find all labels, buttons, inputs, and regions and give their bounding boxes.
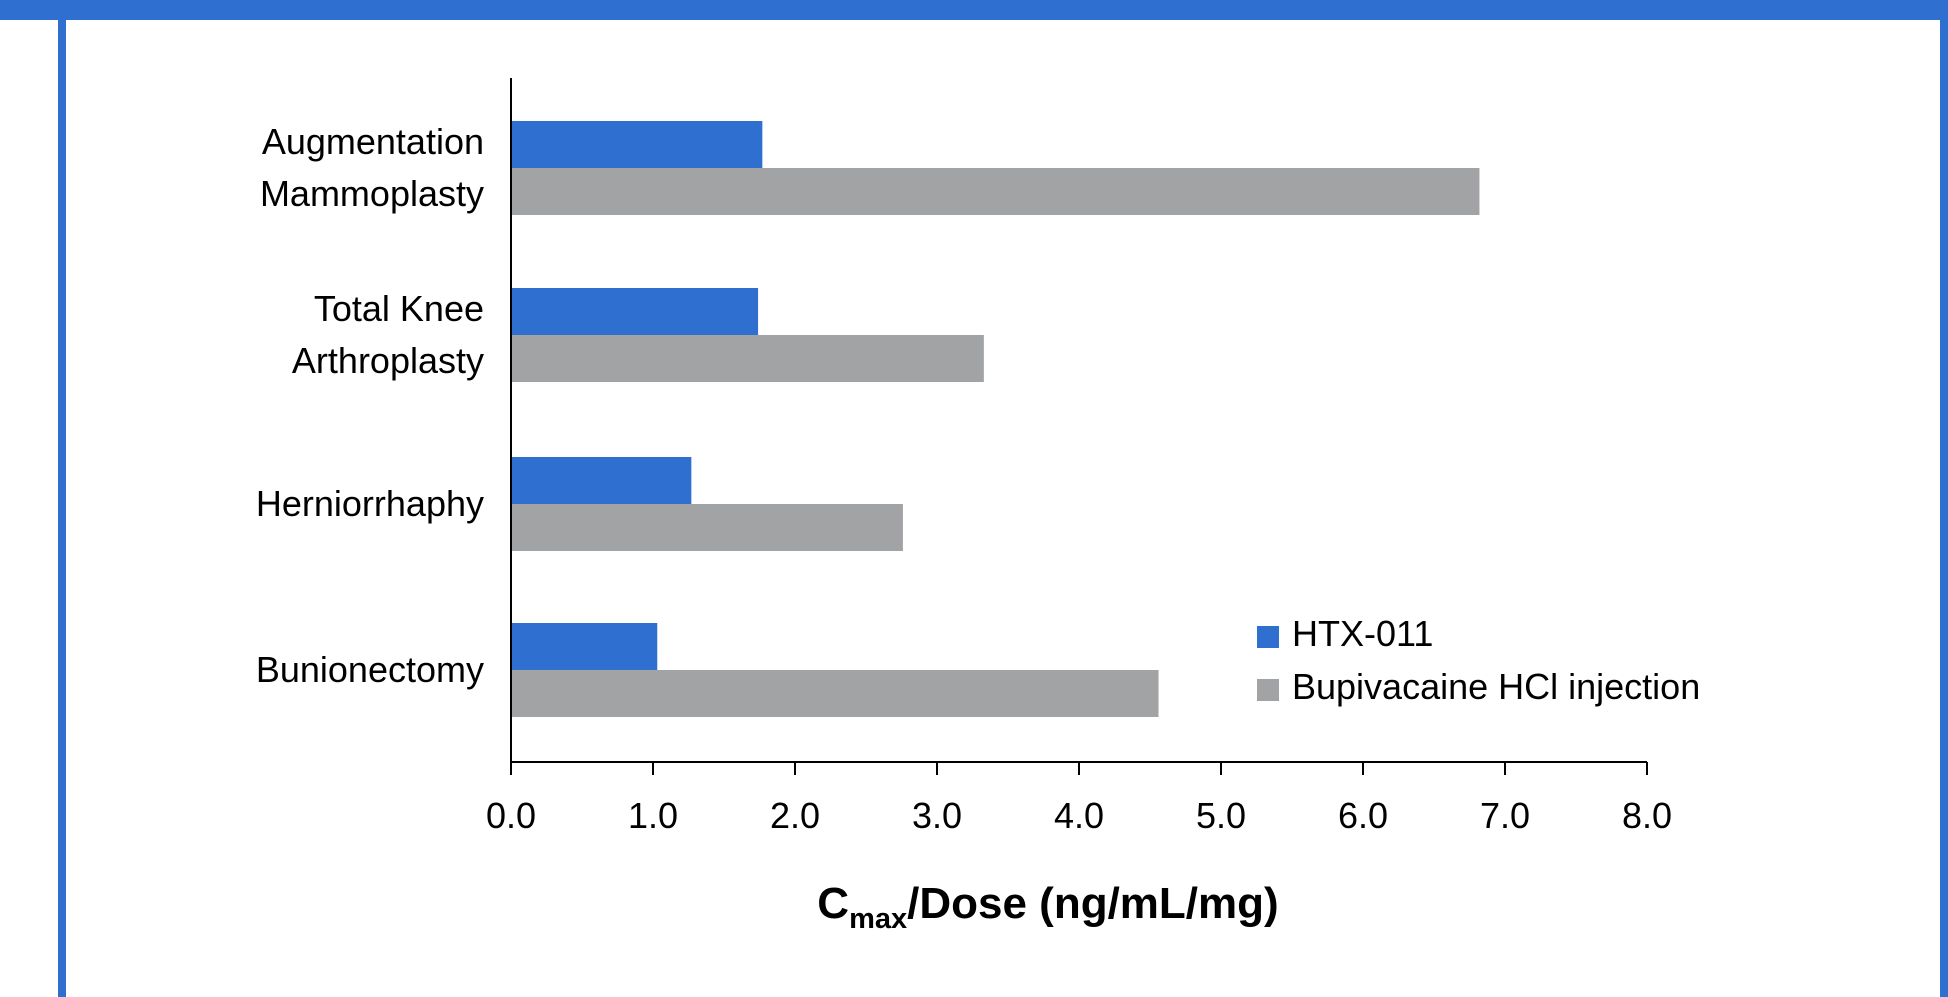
bar-htx011-0 <box>511 121 763 168</box>
frame-right-border <box>1940 0 1948 997</box>
legend-swatch-htx011 <box>1257 626 1279 648</box>
legend-label-bupivacaine: Bupivacaine HCl injection <box>1292 666 1700 707</box>
x-tick-label: 6.0 <box>1338 795 1388 836</box>
bar-bupivacaine-0 <box>511 168 1480 215</box>
bars-group <box>511 121 1480 717</box>
x-tick-label: 2.0 <box>770 795 820 836</box>
bar-htx011-1 <box>511 288 759 335</box>
y-category-label: Mammoplasty <box>260 173 484 214</box>
y-category-label: Herniorrhaphy <box>256 483 484 524</box>
x-tick-label: 4.0 <box>1054 795 1104 836</box>
x-ticks-group: 0.0 1.0 2.0 3.0 4.0 5.0 6.0 7.0 8.0 <box>486 762 1672 836</box>
bar-htx011-3 <box>511 623 658 670</box>
x-tick-label: 0.0 <box>486 795 536 836</box>
y-category-label: Arthroplasty <box>292 340 484 381</box>
title-bar <box>0 0 1948 20</box>
x-tick-label: 1.0 <box>628 795 678 836</box>
x-axis-title-rest: /Dose (ng/mL/mg) <box>907 879 1279 928</box>
bar-bupivacaine-1 <box>511 335 984 382</box>
bar-bupivacaine-2 <box>511 504 903 551</box>
y-category-label: Total Knee <box>314 288 484 329</box>
x-axis-title-main: C <box>817 879 849 928</box>
bar-bupivacaine-3 <box>511 670 1159 717</box>
x-axis-title: Cmax/Dose (ng/mL/mg) <box>817 879 1278 935</box>
x-tick-label: 8.0 <box>1622 795 1672 836</box>
bar-htx011-2 <box>511 457 692 504</box>
x-axis-title-subscript: max <box>849 903 907 935</box>
frame-left-border <box>58 0 66 997</box>
x-tick-label: 3.0 <box>912 795 962 836</box>
y-category-label: Augmentation <box>262 121 484 162</box>
x-tick-label: 5.0 <box>1196 795 1246 836</box>
legend-swatch-bupivacaine <box>1257 679 1279 701</box>
legend-label-htx011: HTX-011 <box>1292 613 1433 654</box>
x-tick-label: 7.0 <box>1480 795 1530 836</box>
y-category-label: Bunionectomy <box>256 649 484 690</box>
